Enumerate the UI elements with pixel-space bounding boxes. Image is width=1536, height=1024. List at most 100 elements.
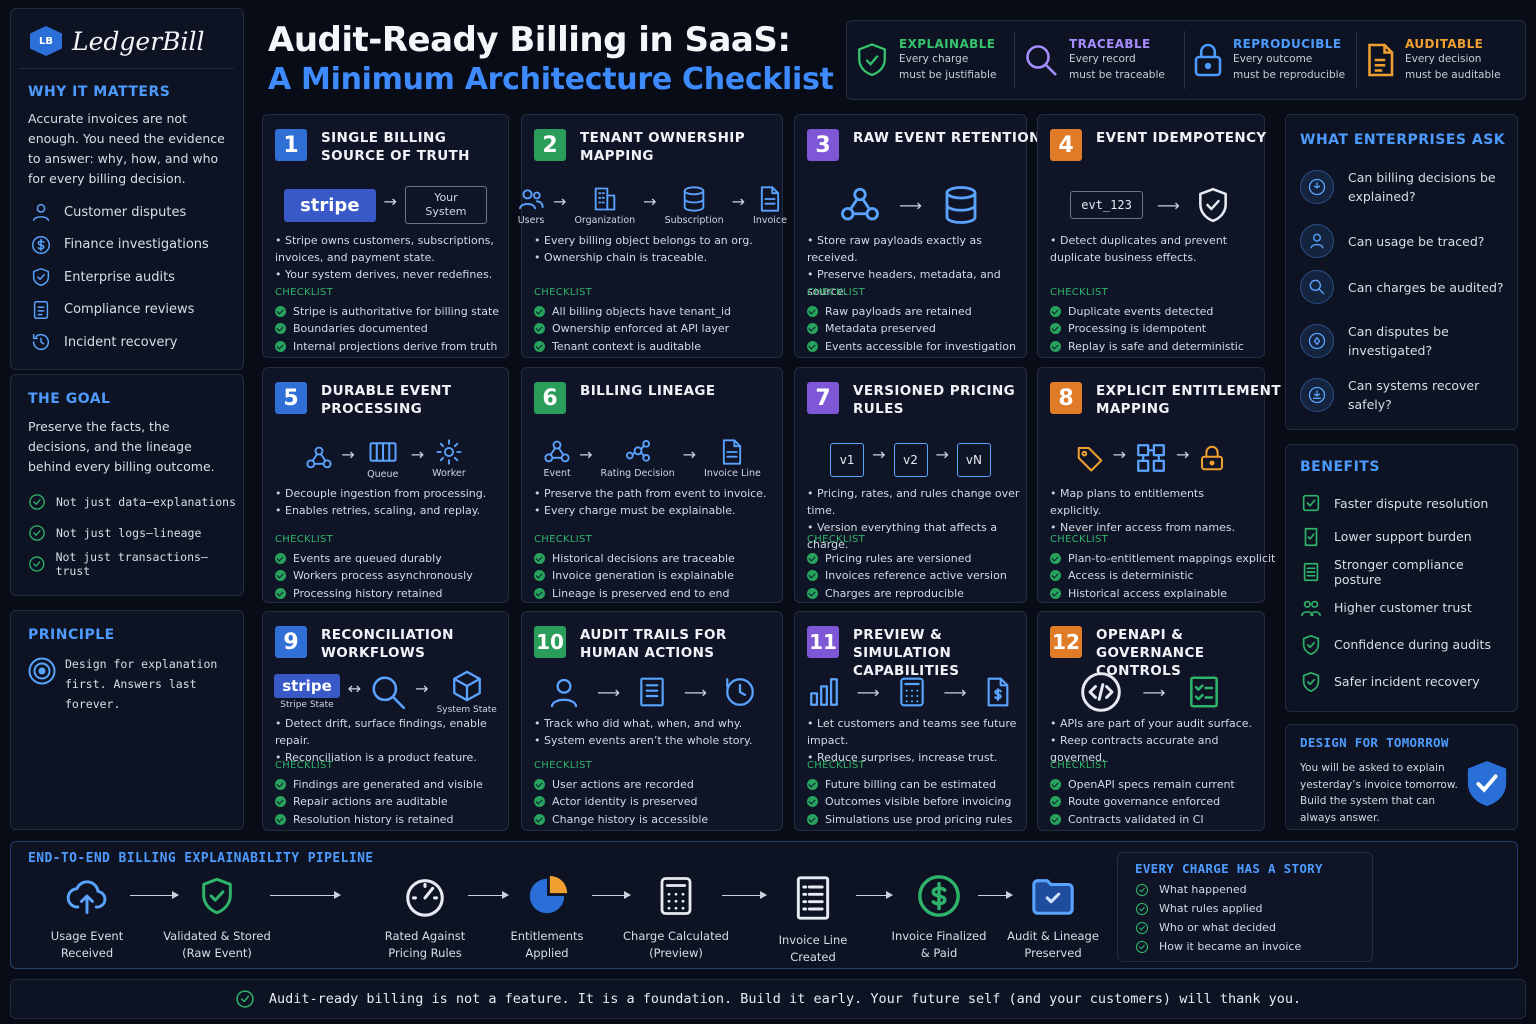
pipeline-arrow	[856, 891, 893, 899]
arrow: →	[935, 444, 949, 464]
card-bullets: Map plans to entitlements explicitly.Nev…	[1050, 485, 1258, 536]
check-icon	[275, 305, 286, 317]
checklist-label: CHECKLIST	[275, 760, 334, 771]
check-icon	[807, 796, 818, 808]
logo: LB LedgerBill	[30, 26, 205, 56]
check-icon	[275, 587, 286, 599]
list-doc-icon	[640, 677, 664, 707]
checklist-card-11: 11 Preview & Simulation Capabilities ⟶⟶ …	[794, 611, 1027, 831]
check-icon	[1050, 813, 1061, 825]
magnifier-icon	[372, 676, 406, 710]
card-title: Reconciliation Workflows	[321, 627, 454, 661]
card-bullets: Detect duplicates and prevent duplicate …	[1050, 232, 1258, 266]
check-circle-icon	[1135, 921, 1149, 934]
arrow: →	[731, 191, 746, 211]
checklist-label: CHECKLIST	[275, 287, 334, 298]
flow-node: System State	[437, 669, 497, 715]
card-flow: ⟶⟶	[805, 662, 1016, 722]
lineage-icon	[625, 439, 650, 462]
card-bullet: Reconciliation is a product feature.	[275, 749, 502, 766]
checklist-label: CHECKLIST	[1050, 760, 1109, 771]
checklist-item: Access is deterministic	[1050, 567, 1260, 585]
card-number: 3	[807, 129, 839, 161]
shield-check-icon	[858, 43, 886, 77]
card-checklist: CHECKLIST Historical decisions are trace…	[534, 531, 778, 602]
card-flow: Users→Organization→Subscription→Invoice	[518, 175, 787, 235]
check-icon	[534, 552, 545, 564]
pipeline-arrow	[592, 891, 631, 899]
card-bullets: Decouple ingestion from processing.Enabl…	[275, 485, 502, 519]
checklist-item: Duplicate events detected	[1050, 303, 1260, 321]
check-circle-icon	[29, 524, 45, 541]
card-flow: Event→Rating Decision→Invoice Line	[532, 428, 772, 488]
check-icon	[275, 796, 286, 808]
compass-icon	[1300, 170, 1334, 204]
person-icon	[550, 678, 578, 708]
story-item: How it became an invoice	[1135, 937, 1301, 956]
checklist-item: Route governance enforced	[1050, 793, 1260, 811]
check-icon	[1050, 305, 1061, 317]
card-title: Durable Event Processing	[321, 383, 452, 417]
checklist-item: Plan-to-entitlement mappings explicit	[1050, 550, 1275, 568]
why-item: Compliance reviews	[30, 294, 235, 327]
checklist-item: Future billing can be estimated	[807, 776, 1022, 794]
people-icon	[1301, 600, 1321, 616]
checklist-item: Contracts validated in CI	[1050, 811, 1260, 829]
checklist-label: CHECKLIST	[807, 287, 866, 298]
goal-item: Not just logs—lineage	[28, 517, 238, 548]
flow-label: Users	[517, 214, 545, 226]
ask-item: Can billing decisions be explained?	[1300, 164, 1512, 210]
checklist-item: Invoice generation is explainable	[534, 567, 778, 585]
pipeline-heading: END-TO-END BILLING EXPLAINABILITY PIPELI…	[28, 851, 374, 866]
arrow: →	[410, 444, 425, 464]
card-checklist: CHECKLIST Stripe is authoritative for bi…	[275, 284, 504, 355]
flow-label: Event	[543, 467, 571, 479]
flow-node: Organization	[574, 185, 635, 226]
check-icon	[807, 587, 818, 599]
principle-panel	[10, 610, 244, 830]
card-bullet: Version everything that affects a charge…	[807, 519, 1020, 553]
check-circle-icon	[1135, 940, 1149, 953]
check-icon	[534, 323, 545, 335]
checklist-item: All billing objects have tenant_id	[534, 303, 778, 321]
story-heading: EVERY CHARGE HAS A STORY	[1135, 861, 1323, 876]
checklist-item: Resolution history is retained	[275, 811, 504, 829]
magnifier-icon	[1300, 270, 1334, 304]
shield-check-icon	[1302, 671, 1320, 692]
card-flow: stripe→Your System	[273, 175, 498, 235]
check-square-icon	[1302, 494, 1320, 512]
benefit-item: Faster dispute resolution	[1300, 487, 1515, 519]
goal-panel	[10, 374, 244, 596]
brand-name: LedgerBill	[72, 26, 205, 56]
card-bullet: Track who did what, when, and why.	[534, 715, 776, 732]
checklist-card-10: 10 Audit Trails for Human Actions ⟶⟶ Tra…	[521, 611, 783, 831]
checklist-card-4: 4 Event Idempotency evt_123⟶ Detect dupl…	[1037, 114, 1266, 358]
check-icon	[275, 552, 286, 564]
check-icon	[275, 340, 286, 352]
calculator-icon	[660, 877, 692, 915]
checklist-item: Replay is safe and deterministic	[1050, 338, 1260, 356]
mapping-icon	[1137, 444, 1165, 472]
target-icon	[28, 657, 56, 685]
why-item: Finance investigations	[30, 229, 235, 262]
pipeline-step: Validated & Stored(Raw Event)	[157, 870, 277, 962]
flow-label: Organization	[574, 214, 636, 226]
principle-text: Design for explanation first. Answers la…	[65, 657, 218, 711]
list-doc-icon	[796, 876, 830, 920]
checklist-item: Historical decisions are traceable	[534, 550, 778, 568]
card-number: 2	[534, 129, 566, 161]
goal-text: Preserve the facts, the decisions, and t…	[28, 419, 215, 474]
check-icon	[1050, 570, 1061, 582]
ask-list: Can billing decisions be explained? Can …	[1300, 164, 1512, 418]
webhook-icon	[306, 446, 332, 469]
card-flow: evt_123⟶	[1048, 175, 1254, 235]
clock-icon	[726, 678, 754, 706]
card-checklist: CHECKLIST Findings are generated and vis…	[275, 757, 504, 828]
check-icon	[534, 587, 545, 599]
lock-icon	[1201, 445, 1224, 471]
